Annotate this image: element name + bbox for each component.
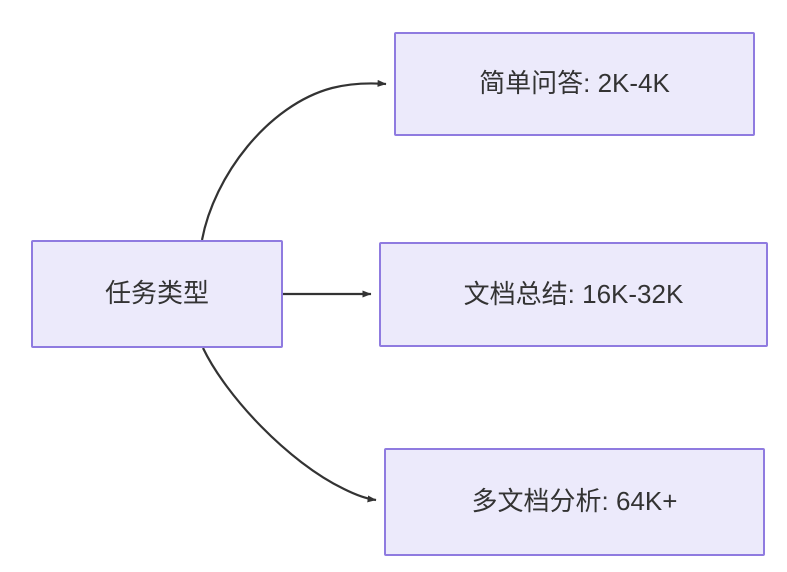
node-simple-qa-label: 简单问答: 2K-4K [479, 68, 670, 99]
node-multi-doc-analysis[interactable]: 多文档分析: 64K+ [384, 448, 765, 556]
node-task-type-label: 任务类型 [104, 278, 209, 309]
node-doc-summary[interactable]: 文档总结: 16K-32K [379, 242, 768, 347]
node-doc-summary-label: 文档总结: 16K-32K [463, 278, 684, 309]
edge-source-to-simple-qa [200, 79, 387, 241]
edge-source-to-multi-doc [202, 347, 377, 503]
node-simple-qa[interactable]: 简单问答: 2K-4K [394, 32, 755, 136]
node-multi-doc-analysis-label: 多文档分析: 64K+ [471, 486, 678, 517]
node-task-type[interactable]: 任务类型 [31, 240, 283, 348]
